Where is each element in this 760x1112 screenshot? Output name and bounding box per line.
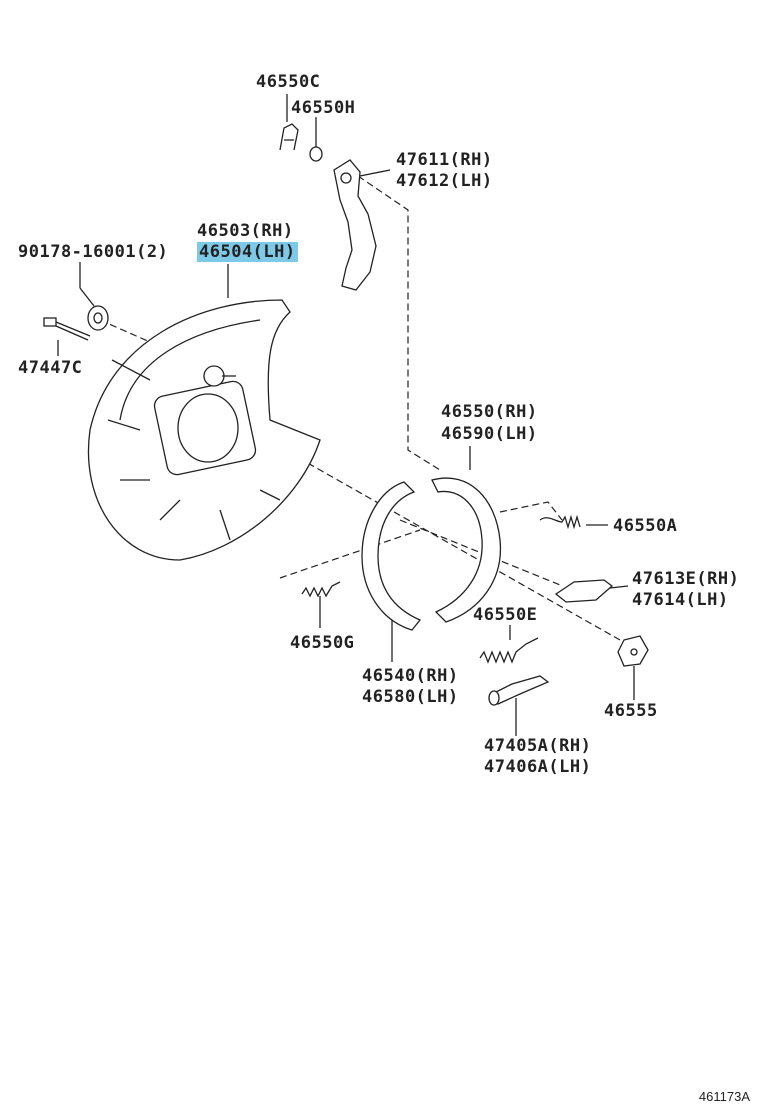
bolt-part <box>43 317 91 341</box>
label-46540-rh[interactable]: 46540(RH) <box>362 666 459 686</box>
spring-46550e-part <box>479 637 539 664</box>
label-46555[interactable]: 46555 <box>604 701 658 721</box>
label-46504-lh[interactable]: 46504(LH) <box>197 242 298 262</box>
label-46550g[interactable]: 46550G <box>290 633 355 653</box>
label-47614-lh[interactable]: 47614(LH) <box>632 590 729 610</box>
label-47613e-rh[interactable]: 47613E(RH) <box>632 569 740 589</box>
assembly-lines <box>99 175 621 641</box>
plate-46555-part <box>617 635 649 667</box>
spring-46550g-part <box>301 581 341 598</box>
label-47406a-lh[interactable]: 47406A(LH) <box>484 757 592 777</box>
label-46550c[interactable]: 46550C <box>256 72 321 92</box>
nut-part <box>87 305 109 331</box>
strut-part <box>554 579 614 603</box>
label-46550a[interactable]: 46550A <box>613 516 678 536</box>
washer-part <box>309 146 323 162</box>
brake-shoe-rear-part <box>431 477 502 623</box>
label-47447c[interactable]: 47447C <box>18 358 83 378</box>
brake-shoe-front-part <box>361 481 422 631</box>
figure-number: 461173A <box>698 1089 750 1104</box>
label-47611-rh[interactable]: 47611(RH) <box>396 150 493 170</box>
label-46590-lh[interactable]: 46590(LH) <box>441 424 538 444</box>
leader-lines <box>57 94 635 736</box>
label-46550h[interactable]: 46550H <box>291 98 356 118</box>
clip-part <box>279 123 299 151</box>
label-90178-16001[interactable]: 90178-16001(2) <box>18 242 169 262</box>
spring-46550a-part <box>539 514 581 530</box>
backing-plate-part <box>87 299 321 561</box>
label-46580-lh[interactable]: 46580(LH) <box>362 687 459 707</box>
parking-lever-part <box>333 159 377 291</box>
label-47612-lh[interactable]: 47612(LH) <box>396 171 493 191</box>
adjuster-part <box>488 675 550 706</box>
label-47405a-rh[interactable]: 47405A(RH) <box>484 736 592 756</box>
lever-pin <box>340 172 352 184</box>
label-46503-rh[interactable]: 46503(RH) <box>197 221 294 241</box>
label-46550e[interactable]: 46550E <box>473 605 538 625</box>
label-46550-rh[interactable]: 46550(RH) <box>441 402 538 422</box>
